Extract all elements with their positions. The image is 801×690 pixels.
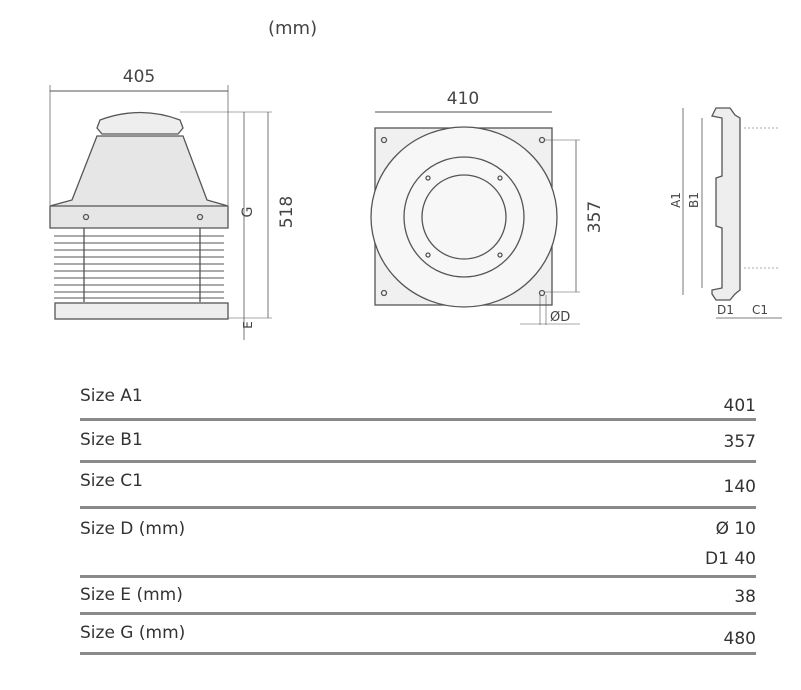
c1-label: C1 (752, 303, 768, 317)
table-row: Size G (mm) 480 (80, 615, 756, 655)
table-row: Size A1 401 (80, 380, 756, 421)
row-value: 38 (734, 587, 756, 607)
height-518-label: 518 (277, 196, 297, 228)
g-label: G (240, 207, 256, 218)
row-value: Ø 10 (715, 519, 756, 539)
table-row: Size C1 140 (80, 463, 756, 509)
row-label: Size D (mm) (80, 519, 186, 539)
row-value-d1: D1 40 (705, 549, 756, 569)
height-357-label: 357 (585, 201, 605, 233)
d1-label: D1 (717, 303, 734, 317)
front-view: 410 357 ØD (370, 89, 605, 325)
side-view: 405 G 518 E (49, 67, 297, 340)
b1-label: B1 (687, 192, 701, 208)
row-label: Size B1 (80, 430, 143, 450)
unit-label: (mm) (268, 18, 318, 39)
row-label: Size E (mm) (80, 585, 183, 605)
table-row: Size D (mm) Ø 10 D1 40 (80, 509, 756, 578)
technical-drawing: 405 G 518 E 410 (49, 67, 782, 340)
width-410-label: 410 (447, 89, 479, 109)
width-405-label: 405 (123, 67, 155, 87)
table-row: Size B1 357 (80, 421, 756, 463)
row-value: 480 (723, 629, 756, 649)
row-value: 140 (723, 477, 756, 497)
row-value: 357 (723, 432, 756, 452)
hole-d-label: ØD (550, 310, 570, 325)
table-row: Size E (mm) 38 (80, 578, 756, 615)
row-value: 401 (723, 396, 756, 416)
row-label: Size C1 (80, 471, 143, 491)
a1-label: A1 (669, 192, 683, 208)
row-label: Size G (mm) (80, 623, 186, 643)
profile-view: A1 B1 D1 C1 (669, 107, 782, 319)
e-label: E (241, 321, 255, 329)
row-label: Size A1 (80, 386, 143, 406)
